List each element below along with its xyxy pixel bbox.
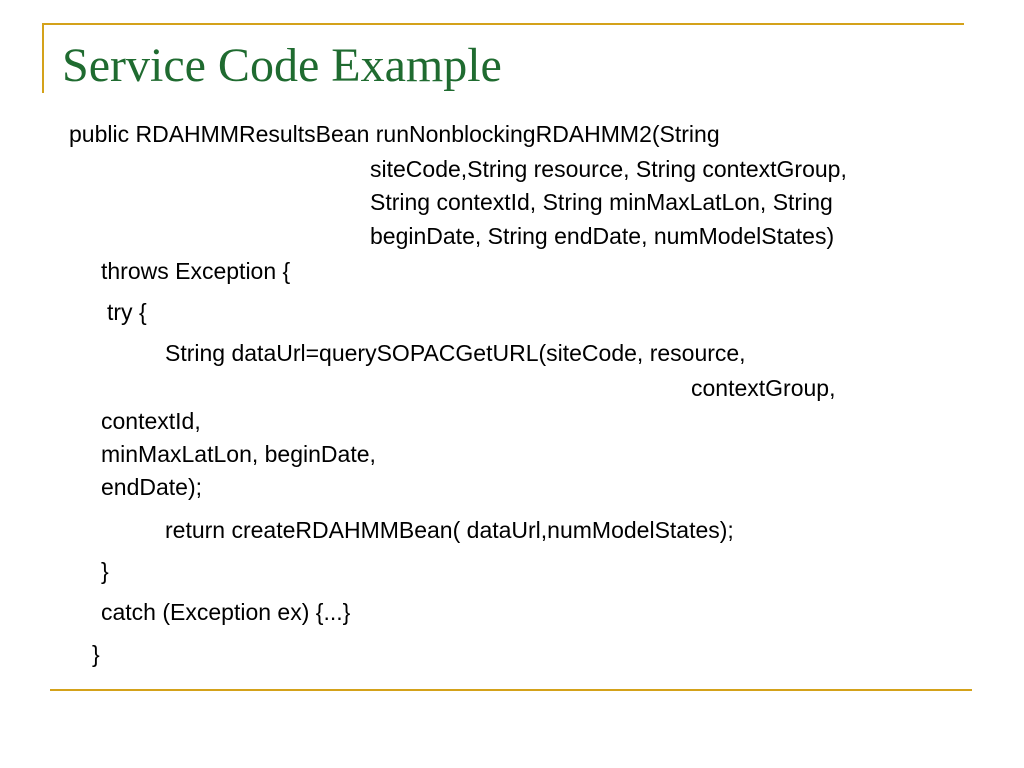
- try-line: try {: [107, 299, 147, 325]
- left-rule: [42, 23, 44, 93]
- return-line: return createRDAHMMBean( dataUrl,numMode…: [165, 517, 734, 543]
- catch-line: catch (Exception ex) {...}: [101, 599, 351, 625]
- throws-line: throws Exception {: [101, 258, 291, 284]
- bottom-rule: [50, 689, 972, 691]
- data-url-line-4: minMaxLatLon, beginDate,: [101, 441, 376, 467]
- slide-title: Service Code Example: [62, 39, 502, 92]
- method-signature-line-4: beginDate, String endDate, numModelState…: [370, 223, 835, 249]
- data-url-line-5: endDate);: [101, 474, 203, 500]
- data-url-line-3: contextId,: [101, 408, 201, 434]
- method-signature-line-1: public RDAHMMResultsBean runNonblockingR…: [69, 121, 720, 147]
- data-url-line-1: String dataUrl=querySOPACGetURL(siteCode…: [165, 340, 746, 366]
- method-signature-line-2: siteCode,String resource, String context…: [370, 156, 847, 182]
- top-rule: [42, 23, 964, 25]
- method-signature-line-3: String contextId, String minMaxLatLon, S…: [370, 189, 833, 215]
- data-url-line-2: contextGroup,: [691, 375, 836, 401]
- close-try-line: }: [101, 558, 109, 584]
- close-method-line: }: [92, 641, 100, 667]
